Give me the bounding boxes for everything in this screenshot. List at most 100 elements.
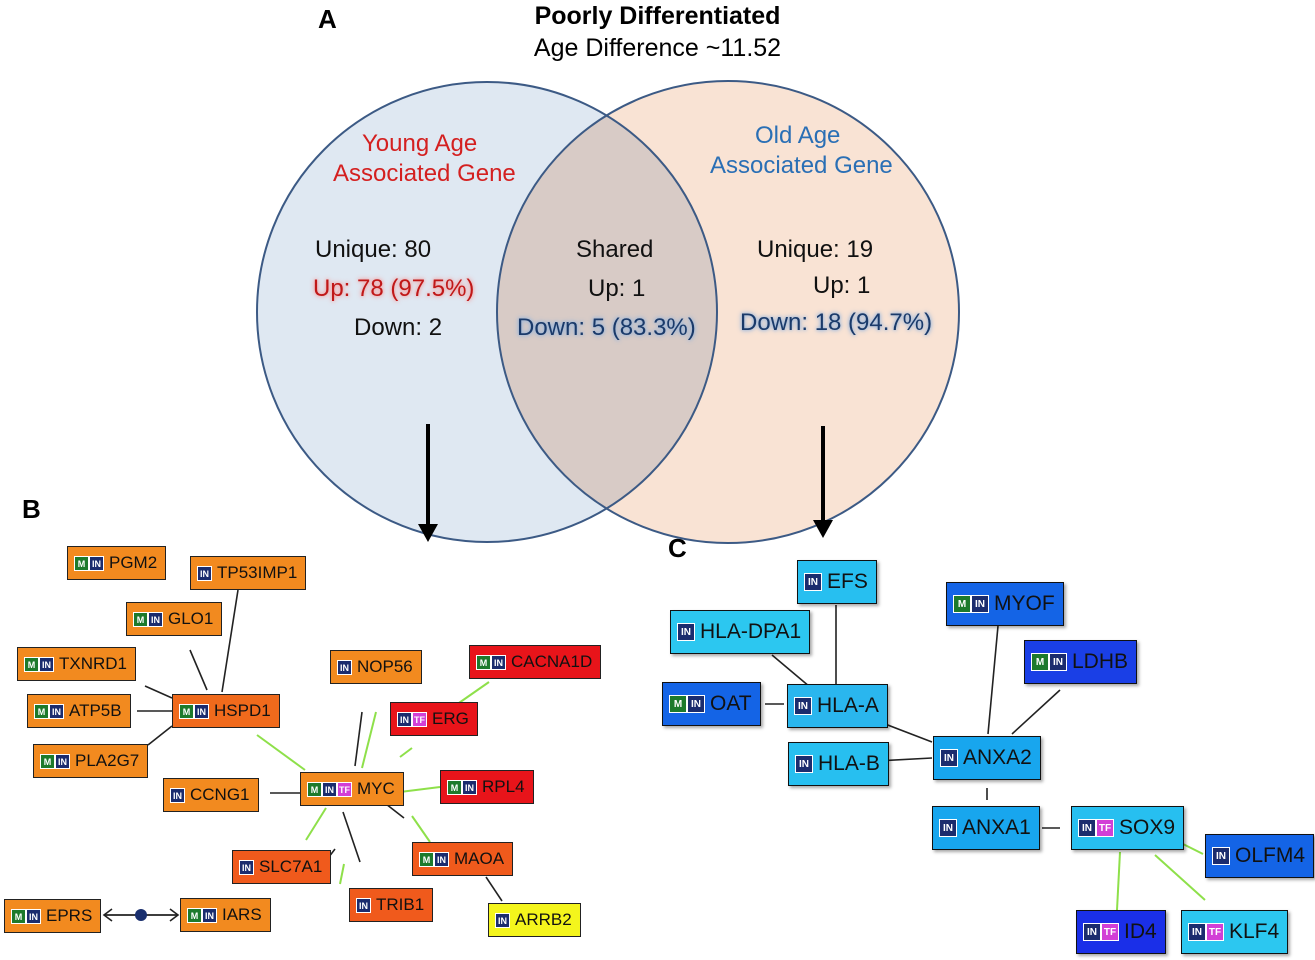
- venn-subtitle: Age Difference ~11.52: [533, 34, 782, 62]
- interaction-badge-icon: IN: [49, 703, 64, 719]
- arrow-head-b: [418, 524, 438, 542]
- old-unique-count: Unique: 19: [757, 236, 874, 263]
- transcription-factor-badge-icon: TF: [1206, 923, 1224, 941]
- old-down-count: Down: 18 (94.7%): [740, 309, 933, 336]
- interaction-badge-icon: IN: [687, 695, 705, 713]
- young-age-outline: [256, 81, 718, 543]
- network-c-green-edges: [1116, 839, 1206, 911]
- old-age-heading-line1: Old Age: [755, 122, 841, 149]
- metabolic-badge-icon: M: [419, 851, 434, 867]
- interaction-badge-icon: IN: [89, 555, 104, 571]
- young-down-count: Down: 2: [354, 314, 443, 341]
- young-age-heading-line1: Young Age: [362, 130, 478, 157]
- interaction-badge-icon: IN: [1188, 923, 1206, 941]
- interaction-badge-icon: IN: [397, 711, 412, 727]
- metabolic-badge-icon: M: [307, 781, 322, 797]
- interaction-badge-icon: IN: [356, 897, 371, 913]
- shared-up-count: Up: 1: [588, 275, 646, 302]
- interaction-badge-icon: IN: [1078, 819, 1096, 837]
- old-up-count: Up: 1: [813, 272, 871, 299]
- metabolic-badge-icon: M: [187, 907, 202, 923]
- young-unique-count: Unique: 80: [315, 236, 432, 263]
- panel-label-a: A: [318, 4, 337, 34]
- interaction-badge-icon: IN: [55, 753, 70, 769]
- transcription-factor-badge-icon: TF: [412, 711, 427, 727]
- interaction-badge-icon: IN: [434, 851, 449, 867]
- interaction-badge-icon: IN: [194, 703, 209, 719]
- metabolic-badge-icon: M: [1031, 653, 1049, 671]
- interaction-badge-icon: IN: [462, 779, 477, 795]
- young-age-heading-line2: Associated Gene: [333, 160, 516, 187]
- metabolic-badge-icon: M: [11, 908, 26, 924]
- interaction-badge-icon: IN: [804, 573, 822, 591]
- panel-label-b: B: [22, 494, 41, 524]
- metabolic-badge-icon: M: [953, 595, 971, 613]
- interaction-badge-icon: IN: [1083, 923, 1101, 941]
- interaction-badge-icon: IN: [337, 659, 352, 675]
- old-age-outline: [496, 80, 960, 544]
- young-up-count: Up: 78 (97.5%): [313, 275, 475, 302]
- metabolic-badge-icon: M: [179, 703, 194, 719]
- metabolic-badge-icon: M: [40, 753, 55, 769]
- venn-title: Poorly Differentiated: [534, 2, 781, 30]
- metabolic-badge-icon: M: [669, 695, 687, 713]
- transcription-factor-badge-icon: TF: [1101, 923, 1119, 941]
- interaction-badge-icon: IN: [170, 787, 185, 803]
- interaction-badge-icon: IN: [971, 595, 989, 613]
- transcription-factor-badge-icon: TF: [337, 781, 352, 797]
- metabolic-badge-icon: M: [133, 611, 148, 627]
- interaction-badge-icon: IN: [1212, 847, 1230, 865]
- interaction-badge-icon: IN: [677, 623, 695, 641]
- shared-down-count: Down: 5 (83.3%): [517, 314, 696, 341]
- interaction-badge-icon: IN: [148, 611, 163, 627]
- interaction-badge-icon: IN: [202, 907, 217, 923]
- interaction-badge-icon: IN: [322, 781, 337, 797]
- old-age-heading-line2: Associated Gene: [710, 152, 893, 179]
- transcription-factor-badge-icon: TF: [1096, 819, 1114, 837]
- arrow-head-c: [813, 520, 833, 538]
- metabolic-badge-icon: M: [24, 656, 39, 672]
- metabolic-badge-icon: M: [34, 703, 49, 719]
- shared-heading: Shared: [576, 236, 654, 263]
- interaction-badge-icon: IN: [1049, 653, 1067, 671]
- interaction-badge-icon: IN: [491, 654, 506, 670]
- interaction-badge-icon: IN: [26, 908, 41, 924]
- eprs-iars-connector: [102, 908, 180, 922]
- panel-label-c: C: [668, 533, 687, 563]
- metabolic-badge-icon: M: [476, 654, 491, 670]
- interaction-badge-icon: IN: [239, 859, 254, 875]
